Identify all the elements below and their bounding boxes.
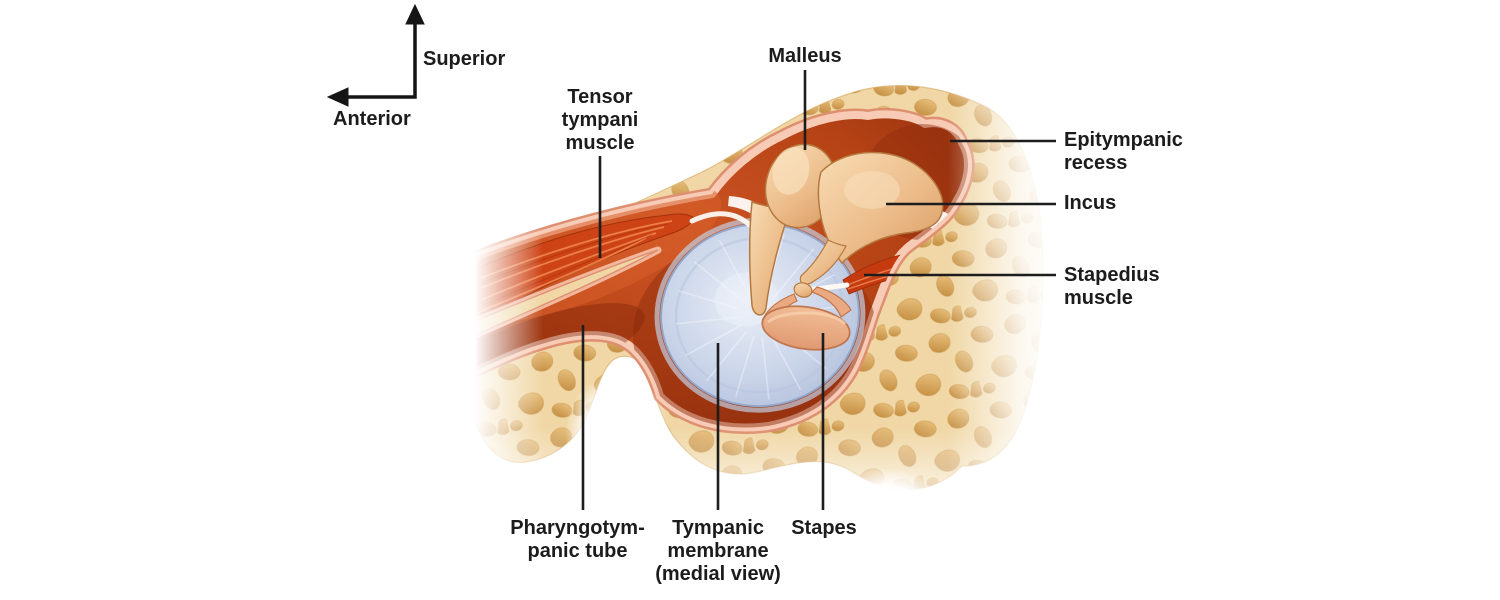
- label-stapes: Stapes: [791, 517, 857, 539]
- edge-fades: [428, 55, 1090, 556]
- label-tensor-tympani: Tensor tympani muscle: [561, 86, 639, 154]
- incus: [799, 151, 944, 285]
- label-epitympanic-recess: Epitympanic recess: [1064, 129, 1183, 174]
- stapes: [761, 282, 852, 351]
- stapes-footplate: [761, 305, 851, 351]
- label-stapedius-muscle: Stapedius muscle: [1064, 264, 1160, 309]
- label-superior: Superior: [423, 48, 506, 70]
- malleus-head-highlight: [772, 147, 810, 195]
- label-tympanic-membrane: Tympanic membrane (medial view): [655, 517, 781, 585]
- superior-arrow-icon: [405, 3, 425, 25]
- ossicles: [748, 143, 944, 351]
- label-incus: Incus: [1064, 192, 1117, 214]
- label-malleus: Malleus: [768, 45, 842, 67]
- orientation-axes: [326, 3, 425, 107]
- axes-shaft: [342, 21, 417, 99]
- anterior-arrow-icon: [326, 87, 349, 107]
- stapes-footplate-highlight: [767, 311, 847, 326]
- incus-long-process: [799, 239, 847, 285]
- stapes-posterior-crus: [810, 286, 852, 318]
- label-pharyngotympanic-tube: Pharyngotym- panic tube: [510, 517, 645, 562]
- label-anterior: Anterior: [333, 108, 411, 130]
- leader-lines: [581, 70, 1056, 510]
- incus-highlight: [844, 171, 900, 209]
